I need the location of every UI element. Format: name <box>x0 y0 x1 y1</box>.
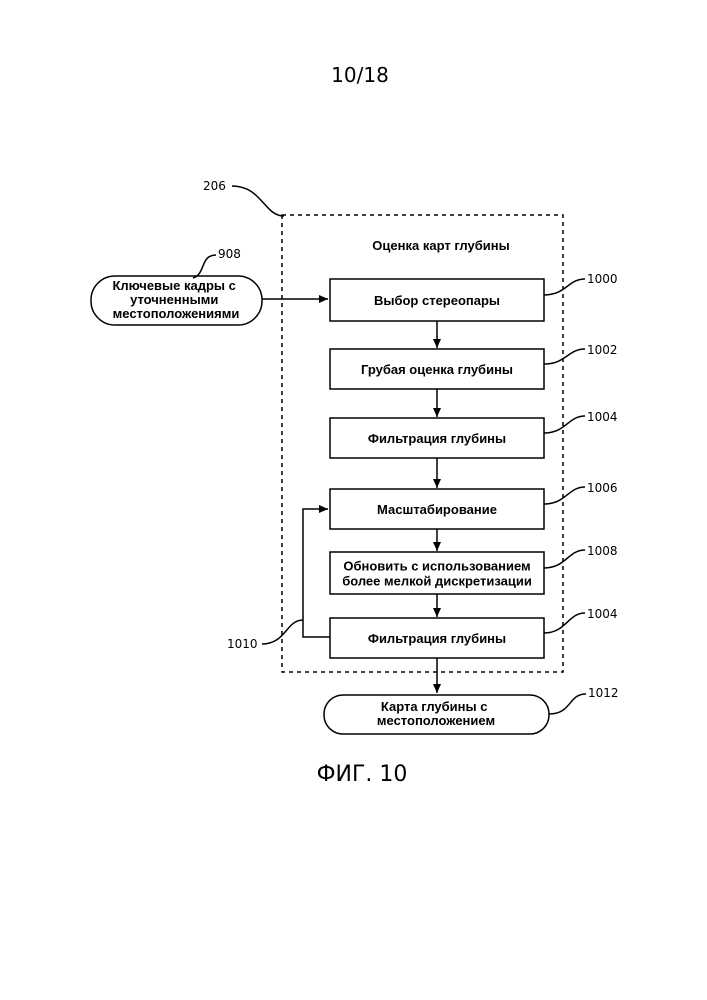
step-stereo-pair-selection: Выбор стереопары 1000 <box>330 272 618 348</box>
step-ref: 1004 <box>587 410 618 424</box>
step-ref-leader <box>544 279 585 295</box>
output-ref-leader <box>549 694 586 714</box>
step-ref: 1000 <box>587 272 618 286</box>
process-steps: Выбор стереопары 1000Грубая оценка глубин… <box>330 272 618 658</box>
step-depth-filtering-final: Фильтрация глубины 1004 <box>330 607 618 658</box>
input-label-line-2: уточненными <box>130 292 218 307</box>
step-coarse-depth-estimation: Грубая оценка глубины 1002 <box>330 343 618 417</box>
step-ref: 1002 <box>587 343 618 357</box>
step-depth-filtering: Фильтрация глубины 1004 <box>330 410 618 488</box>
input-label-line-3: местоположениями <box>113 306 240 321</box>
loop-back-arrow <box>303 509 330 637</box>
step-label: Фильтрация глубины <box>368 431 506 446</box>
step-label: Грубая оценка глубины <box>361 362 513 377</box>
container-ref-leader <box>232 186 284 216</box>
page-number: 10/18 <box>331 63 389 87</box>
figure-caption: ФИГ. 10 <box>317 762 408 787</box>
step-ref: 1004 <box>587 607 618 621</box>
step-label: Выбор стереопары <box>374 293 500 308</box>
output-label: Карта глубины с местоположением <box>377 699 495 728</box>
step-label: Масштабирование <box>377 502 497 517</box>
step-label: более мелкой дискретизации <box>342 574 532 589</box>
step-scaling: Масштабирование 1006 <box>330 481 618 551</box>
input-label-line-1: Ключевые кадры с <box>112 278 235 293</box>
step-label: Фильтрация глубины <box>368 631 506 646</box>
input-label: Ключевые кадры с уточненными местоположе… <box>112 278 239 321</box>
step-ref-leader <box>544 613 585 633</box>
loop-ref: 1010 <box>227 637 258 651</box>
container-title: Оценка карт глубины <box>372 238 509 253</box>
step-ref-leader <box>544 487 585 504</box>
step-ref: 1008 <box>587 544 618 558</box>
input-ref-leader <box>193 255 216 278</box>
step-ref-leader <box>544 349 585 364</box>
step-ref: 1006 <box>587 481 618 495</box>
container-ref: 206 <box>203 179 226 193</box>
output-ref: 1012 <box>588 686 619 700</box>
step-ref-leader <box>544 416 585 433</box>
step-fine-sampling-update: Обновить с использованиемболее мелкой ди… <box>330 544 618 617</box>
output-label-line-2: местоположением <box>377 713 495 728</box>
output-label-line-1: Карта глубины с <box>381 699 488 714</box>
step-ref-leader <box>544 550 585 568</box>
step-label: Обновить с использованием <box>343 559 530 574</box>
input-ref: 908 <box>218 247 241 261</box>
